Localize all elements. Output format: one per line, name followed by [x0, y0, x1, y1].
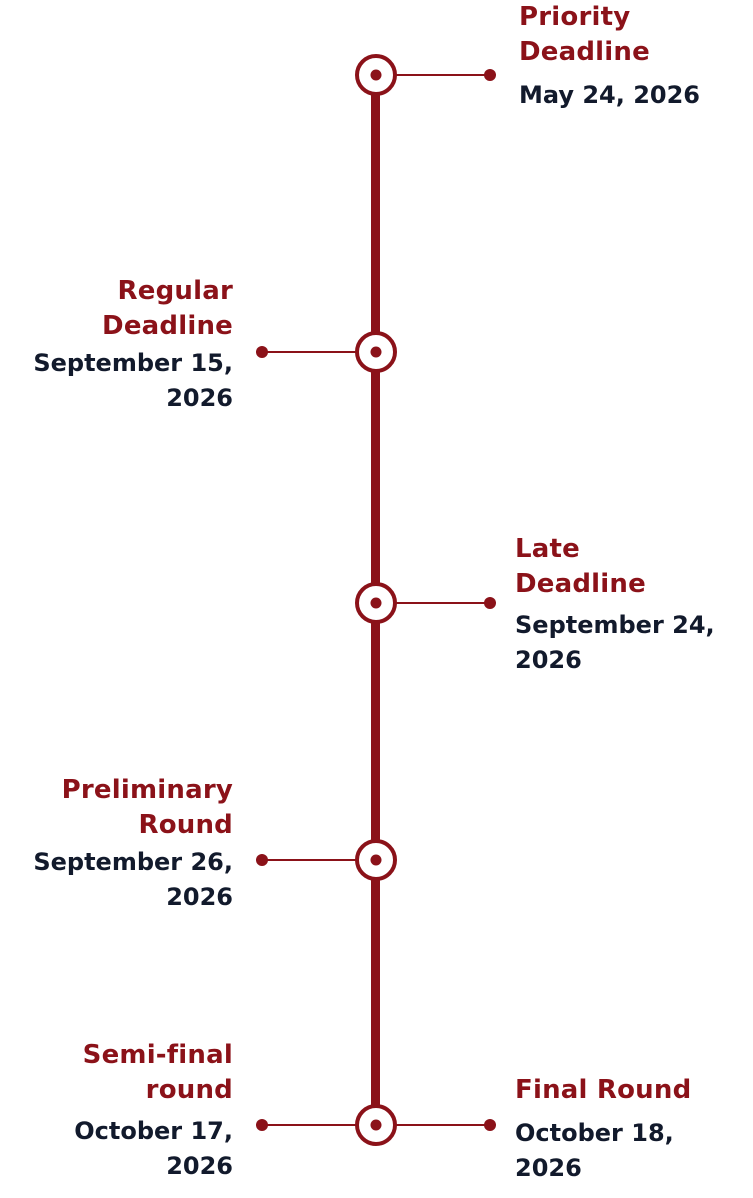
event-date: October 17, 2026 [74, 1117, 233, 1180]
node-center-dot [370, 1119, 382, 1131]
event-title: Priority Deadline [519, 2, 650, 67]
timeline-node [355, 331, 397, 373]
event-semi-final-round: Semi-final round October 17, 2026 [3, 1038, 233, 1184]
node-center-dot [370, 597, 382, 609]
event-date: September 26, 2026 [33, 848, 233, 911]
connector-end-dot [484, 69, 496, 81]
connector-end-dot [484, 597, 496, 609]
connector-end-dot [256, 346, 268, 358]
event-date: September 15, 2026 [33, 349, 233, 412]
connector-line [396, 1124, 490, 1126]
node-center-dot [370, 854, 382, 866]
event-title: Preliminary Round [61, 775, 233, 840]
timeline-node [355, 839, 397, 881]
connector-end-dot [256, 1119, 268, 1131]
event-date: May 24, 2026 [519, 81, 701, 109]
connector-end-dot [256, 854, 268, 866]
event-title: Final Round [515, 1075, 692, 1105]
event-final-round: Final Round October 18, 2026 [515, 1073, 745, 1186]
event-regular-deadline: Regular Deadline September 15, 2026 [3, 274, 233, 416]
event-priority-deadline: Priority Deadline May 24, 2026 [519, 0, 749, 113]
timeline-node [355, 582, 397, 624]
node-center-dot [370, 346, 382, 358]
event-late-deadline: Late Deadline September 24, 2026 [515, 532, 745, 678]
event-date: September 24, 2026 [515, 611, 715, 674]
connector-line [262, 351, 356, 353]
event-date: October 18, 2026 [515, 1119, 674, 1182]
event-title: Semi-final round [82, 1040, 233, 1105]
connector-line [396, 602, 490, 604]
connector-end-dot [484, 1119, 496, 1131]
event-title: Regular Deadline [102, 276, 233, 341]
event-title: Late Deadline [515, 534, 646, 599]
connector-line [396, 74, 490, 76]
timeline-node [355, 54, 397, 96]
node-center-dot [370, 69, 382, 81]
event-preliminary-round: Preliminary Round September 26, 2026 [3, 773, 233, 915]
connector-line [262, 1124, 356, 1126]
timeline-node [355, 1104, 397, 1146]
connector-line [262, 859, 356, 861]
